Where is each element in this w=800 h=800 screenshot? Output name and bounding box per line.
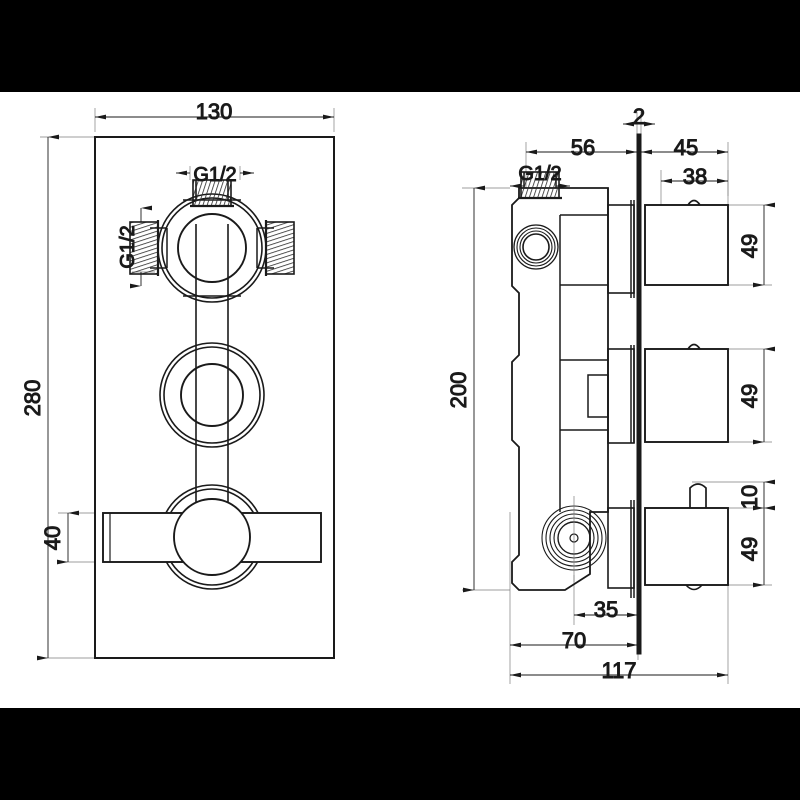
letterbox-band-top xyxy=(0,0,800,92)
side-lever-port xyxy=(541,496,607,582)
front-bottom-lever xyxy=(102,484,322,590)
side-56-label: 56 xyxy=(571,135,595,160)
front-middle-valve xyxy=(159,342,265,448)
side-plate-label: 2 xyxy=(633,104,645,129)
side-gap-label: 10 xyxy=(737,485,762,509)
front-body-column xyxy=(195,224,229,545)
front-height-label: 280 xyxy=(20,380,45,417)
side-35-label: 35 xyxy=(594,597,618,622)
front-left-thread xyxy=(129,221,159,275)
side-knob-middle xyxy=(587,343,729,444)
front-top-valve xyxy=(129,179,295,303)
side-height-label: 200 xyxy=(446,372,471,409)
side-knob-a-label: 49 xyxy=(737,234,762,258)
side-117-label: 117 xyxy=(601,658,636,683)
side-70-label: 70 xyxy=(562,628,586,653)
side-38-label: 38 xyxy=(683,164,707,189)
front-top-thread-label: G1/2 xyxy=(193,164,236,186)
side-body-profile xyxy=(511,187,609,591)
side-dimension-lines xyxy=(463,121,775,678)
side-knob-bottom xyxy=(607,483,729,598)
side-escutcheon-plate xyxy=(636,133,642,655)
side-45-label: 45 xyxy=(674,135,698,160)
side-knob-c-label: 49 xyxy=(737,537,762,561)
side-thread-label: G1/2 xyxy=(518,163,561,185)
front-width-label: 130 xyxy=(196,99,233,124)
side-view-group: 2 56 45 38 G1/2 200 49 49 10 49 35 70 11… xyxy=(446,104,775,684)
front-right-thread xyxy=(265,221,295,275)
front-extension-lines xyxy=(40,108,335,659)
side-knob-b-label: 49 xyxy=(737,384,762,408)
front-escutcheon-plate xyxy=(94,136,335,659)
front-view-group: 130 280 40 G1/2 G1/2 xyxy=(20,99,335,661)
side-handle-lug xyxy=(689,483,707,508)
letterbox-band-bottom xyxy=(0,708,800,800)
front-side-thread-label: G1/2 xyxy=(117,225,139,268)
side-knob-top xyxy=(607,199,729,298)
side-body-port xyxy=(513,224,559,270)
front-dimension-lines xyxy=(37,114,334,661)
front-lever-label: 40 xyxy=(40,526,65,550)
